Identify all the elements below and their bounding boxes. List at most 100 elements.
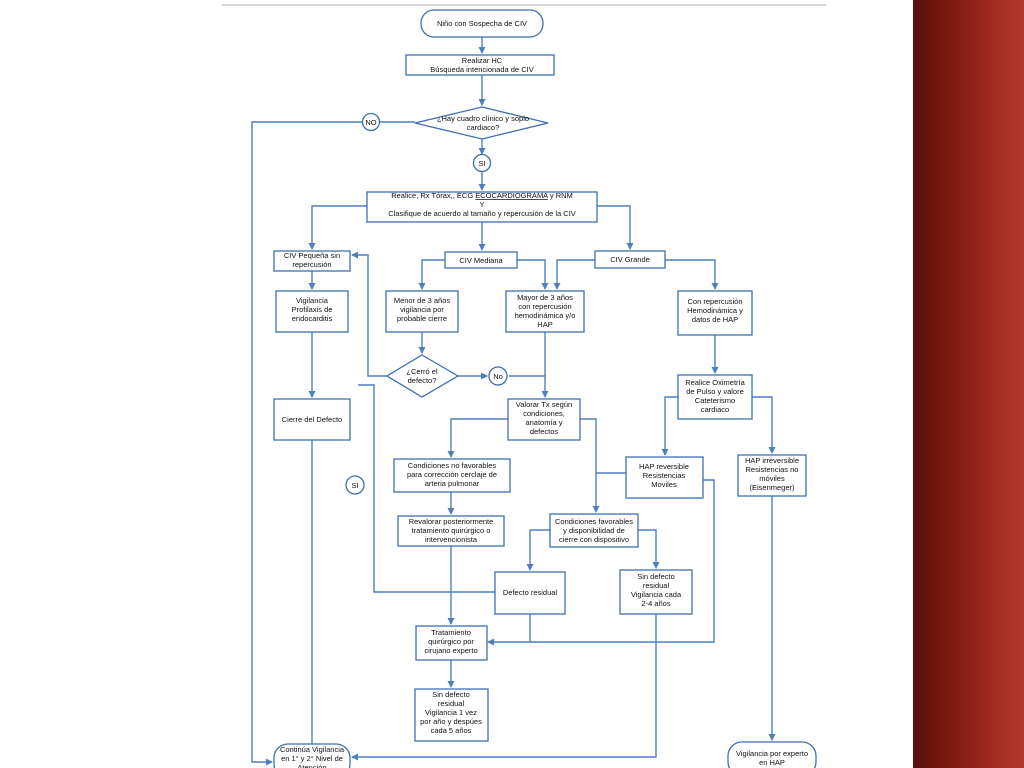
- node-over3-text-line-3: hemodinámica y/o: [515, 311, 576, 320]
- node-small-text-line-2: repercusión: [292, 260, 331, 269]
- node-reassess: [397, 515, 505, 547]
- node-no-residual-1-text-line-2: residual: [643, 581, 670, 590]
- node-study-line3: Clasifique de acuerdo al tamaño y reperc…: [388, 209, 576, 218]
- node-closure: [273, 398, 351, 441]
- node-under3-text-line-3: probable cierre: [397, 314, 447, 323]
- node-hc-text-line-1: Realizar HC: [462, 56, 503, 65]
- slide-decor-band: [913, 0, 1024, 768]
- node-no-residual-2-text-line-2: residual: [438, 699, 465, 708]
- node-medium: [444, 251, 518, 269]
- node-assess-text-line-4: defectos: [530, 427, 559, 436]
- node-hap-irreversible-text-line-4: (Eisenmeger): [749, 483, 795, 492]
- node-over3-text-line-2: con repercusión: [518, 302, 571, 311]
- node-large-text-line-1: CIV Grande: [610, 255, 650, 264]
- node-hap-reversible-text-line-2: Resistencias: [643, 471, 686, 480]
- node-continue-vigilance-text-line-2: en 1° y 2° Nivel de: [281, 754, 343, 763]
- node-vigilance-text-line-3: endocarditis: [292, 314, 333, 323]
- node-repercussion-text-line-3: datos de HAP: [692, 315, 738, 324]
- node-hc-text-line-2: Búsqueda intencionada de CIV: [430, 65, 533, 74]
- node-hap-reversible-text-line-1: HAP reversible: [639, 462, 689, 471]
- node-over3: [505, 290, 585, 333]
- node-no-residual-2-text-line-4: por año y despúes: [420, 717, 482, 726]
- label-no-2: [488, 366, 508, 386]
- node-unfavorable: [393, 458, 511, 493]
- node-medium-text: CIV Mediana: [459, 256, 503, 265]
- node-small: [273, 250, 351, 272]
- node-closure-text: Cierre del Defecto: [282, 415, 342, 424]
- node-assess-text-line-3: anatomía y: [525, 418, 562, 427]
- node-reassess-text-line-1: Revalorar posteriormente: [409, 517, 494, 526]
- node-unfavorable-text-line-3: arteria pulmonar: [425, 479, 480, 488]
- node-start-text: Niño con Sospecha de CIV: [437, 19, 527, 28]
- label-no-2-text-line-1: No: [493, 372, 503, 381]
- node-residual-defect-text: Defecto residual: [503, 588, 558, 597]
- node-no-residual-1-text-line-1: Sin defecto: [637, 572, 675, 581]
- node-oximetry: [677, 374, 753, 420]
- node-assess-text-line-2: condiciones,: [523, 409, 565, 418]
- node-hap-irreversible-text-line-1: HAP irreversible: [745, 456, 799, 465]
- node-residual-defect: [494, 571, 566, 615]
- node-no-residual-1-text-line-3: Vigilancia cada: [631, 590, 682, 599]
- node-no-residual-1-text-line-4: 2-4 años: [641, 599, 670, 608]
- node-oximetry-text-line-2: de Pulso y valore: [686, 387, 744, 396]
- node-favorable-text-line-1: Condiciones favorables: [555, 517, 633, 526]
- node-small-text-line-1: CIV Pequeña sin: [284, 251, 340, 260]
- node-no-residual-2-text-line-3: Vigilancia 1 vez: [425, 708, 477, 717]
- label-no-1-text-line-1: NO: [365, 118, 376, 127]
- decision-closed-text-line-2: defecto?: [408, 376, 437, 385]
- node-vigilance: [275, 290, 349, 333]
- label-si-2: [345, 475, 365, 495]
- node-vigilance-text-line-2: Profilaxis de: [292, 305, 333, 314]
- decision-clinical-text-line-1: ¿Hay cuadro clínico y soplo: [437, 114, 529, 123]
- node-continue-vigilance-text-line-3: Atención: [297, 763, 326, 768]
- node-surgery-text-line-2: quirúrgico por: [428, 637, 474, 646]
- node-repercussion: [677, 290, 753, 336]
- label-si-2-text: SI: [351, 481, 358, 490]
- node-expert-vigilance-text-line-1: Vigilancia por experto: [736, 749, 808, 758]
- node-assess-text-line-1: Valorar Tx según: [516, 400, 572, 409]
- node-hap-reversible-text-line-3: Moviles: [651, 480, 677, 489]
- node-favorable-text-line-3: cierre con dispositivo: [559, 535, 629, 544]
- node-assess: [507, 398, 581, 441]
- node-no-residual-1: [619, 569, 693, 615]
- node-unfavorable-text-line-1: Condiciones no favorables: [408, 461, 497, 470]
- node-hap-irreversible: [737, 454, 807, 497]
- node-residual-defect-text-line-1: Defecto residual: [503, 588, 558, 597]
- node-closure-text-line-1: Cierre del Defecto: [282, 415, 342, 424]
- node-favorable-text-line-2: y disponibilidad de: [563, 526, 625, 535]
- label-si-2-text-line-1: SI: [351, 481, 358, 490]
- node-expert-vigilance-text-line-2: en HAP: [759, 758, 785, 767]
- node-surgery: [415, 625, 488, 661]
- node-no-residual-2-text-line-5: cada 5 años: [431, 726, 472, 735]
- node-large: [594, 250, 666, 269]
- node-under3-text-line-1: Menor de 3 años: [394, 296, 451, 305]
- node-under3: [385, 290, 459, 333]
- connectors: [251, 37, 776, 766]
- slide-top-rule: [222, 4, 826, 6]
- node-hap-irreversible-text-line-3: móviles: [759, 474, 785, 483]
- node-study-line2: Y: [479, 200, 484, 209]
- node-study: [366, 191, 598, 223]
- node-continue-vigilance: [273, 743, 351, 768]
- label-no-2-text: No: [493, 372, 503, 381]
- label-no-1-text: NO: [365, 118, 376, 127]
- decision-closed-text-line-1: ¿Cerró el: [406, 367, 438, 376]
- node-continue-vigilance-text-line-1: Continúa Vigilancia: [280, 745, 345, 754]
- node-medium-text-line-1: CIV Mediana: [459, 256, 503, 265]
- node-reassess-text-line-2: tratamiento quirúrgico o: [412, 526, 491, 535]
